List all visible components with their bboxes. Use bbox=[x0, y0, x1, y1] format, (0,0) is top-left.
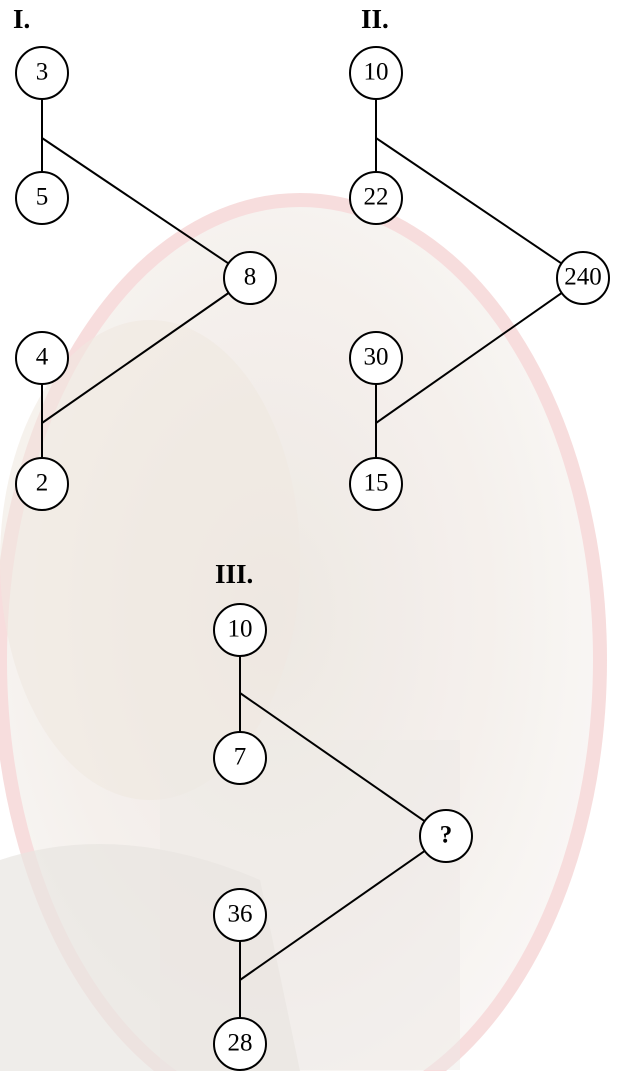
result-node-circle bbox=[556, 251, 610, 305]
puzzle-heading: II. bbox=[361, 4, 389, 34]
bottom-node-2-circle bbox=[213, 1017, 267, 1071]
top-diagonal-edge bbox=[375, 137, 563, 265]
result-node-circle bbox=[223, 251, 277, 305]
background-photo bbox=[0, 193, 607, 1071]
puzzle-heading: III. bbox=[215, 559, 253, 589]
bottom-node-1-label: 36 bbox=[228, 901, 253, 928]
puzzle-1: I.3 5 4 2 8 bbox=[13, 4, 277, 511]
bottom-diagonal-edge bbox=[239, 850, 426, 981]
result-node-label: 8 bbox=[244, 264, 257, 291]
puzzle-2: II. 10 22 30 15 240 bbox=[349, 4, 610, 511]
top-node-1-circle bbox=[15, 46, 69, 100]
puzzle-3: III. 10 7 36 28? bbox=[213, 559, 473, 1071]
top-node-1-label: 3 bbox=[36, 59, 49, 86]
bottom-node-1-circle bbox=[213, 888, 267, 942]
bottom-node-1-circle bbox=[349, 331, 403, 385]
top-node-2-label: 22 bbox=[364, 184, 389, 211]
top-node-2-circle bbox=[349, 171, 403, 225]
top-diagonal-edge bbox=[41, 137, 229, 265]
bottom-node-2-label: 2 bbox=[36, 470, 49, 497]
top-node-1-circle bbox=[349, 46, 403, 100]
top-node-1-circle bbox=[213, 603, 267, 657]
result-node-label: 240 bbox=[564, 264, 602, 291]
top-diagonal-edge bbox=[239, 692, 426, 822]
top-node-1-label: 10 bbox=[228, 616, 253, 643]
result-node-circle bbox=[419, 809, 473, 863]
top-node-2-circle bbox=[213, 731, 267, 785]
top-node-2-circle bbox=[15, 171, 69, 225]
bottom-diagonal-edge bbox=[375, 292, 563, 424]
bottom-node-2-circle bbox=[15, 457, 69, 511]
bottom-node-1-circle bbox=[15, 331, 69, 385]
bottom-node-2-label: 28 bbox=[228, 1030, 253, 1057]
result-node-label: ? bbox=[440, 822, 453, 849]
top-node-2-label: 7 bbox=[234, 744, 247, 771]
top-node-2-label: 5 bbox=[36, 184, 49, 211]
bottom-node-2-label: 15 bbox=[364, 470, 389, 497]
bottom-node-1-label: 4 bbox=[36, 344, 49, 371]
bottom-node-1-label: 30 bbox=[364, 344, 389, 371]
bottom-diagonal-edge bbox=[41, 292, 230, 424]
bottom-node-2-circle bbox=[349, 457, 403, 511]
puzzle-heading: I. bbox=[13, 4, 30, 34]
top-node-1-label: 10 bbox=[364, 59, 389, 86]
